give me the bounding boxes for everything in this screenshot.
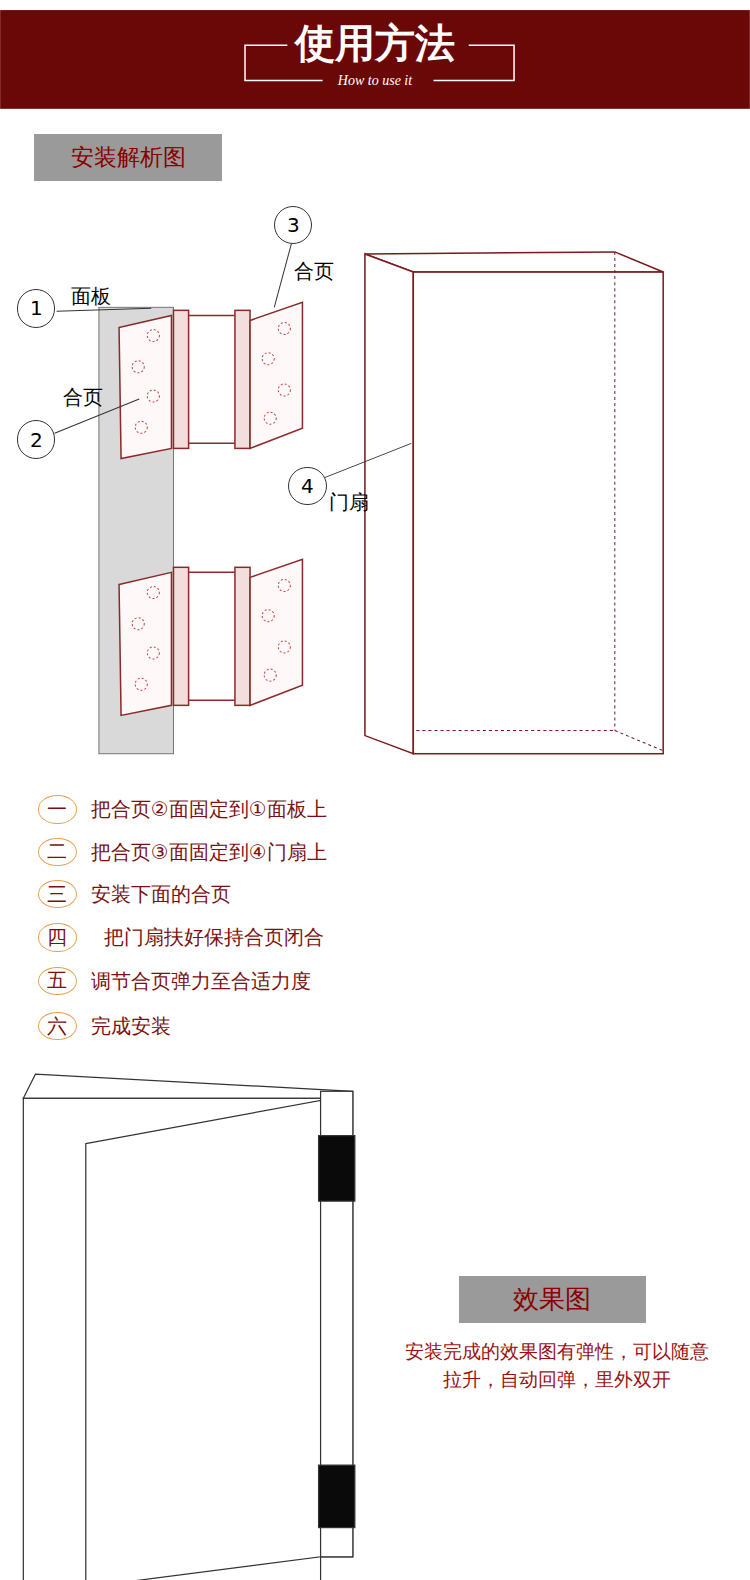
step-number: 二 [38, 838, 76, 866]
step-text: 调节合页弹力至合适力度 [91, 968, 311, 995]
node-text: 一 [47, 796, 67, 823]
callout-circle: 4 [288, 467, 326, 505]
node-text: 3 [287, 213, 300, 237]
callout-circle: 3 [274, 206, 312, 244]
installed-door [23, 1074, 355, 1580]
part-name: 门扇 [329, 489, 369, 516]
node-text: 效果图 [513, 1282, 591, 1317]
effect-label: 效果图 [459, 1276, 647, 1322]
step-number: 五 [38, 967, 76, 995]
step-number: 四 [38, 923, 76, 951]
step-text: 安装下面的合页 [91, 881, 231, 908]
callout-circle: 1 [17, 289, 55, 327]
node-text: 二 [47, 838, 67, 865]
section-label: 安装解析图 [34, 134, 222, 181]
caption-text: 安装完成的效果图有弹性，可以随意拉升，自动回弹，里外双开 [401, 1337, 714, 1394]
step-number: 六 [38, 1012, 76, 1040]
node-text: How to use it [338, 72, 412, 90]
step-text: 完成安装 [91, 1013, 171, 1040]
header-band [0, 10, 750, 109]
node-text: 三 [47, 881, 67, 908]
step-number: 一 [38, 795, 76, 823]
step-text: 把合页③面固定到④门扇上 [91, 839, 327, 866]
part-name: 合页 [63, 384, 103, 411]
node-text: 1 [30, 296, 43, 320]
callout-circle: 2 [17, 420, 55, 458]
leader-lines [55, 244, 412, 478]
node-text: 五 [47, 967, 67, 994]
step-text: 把门扇扶好保持合页闭合 [104, 924, 324, 951]
node-text: 4 [301, 474, 314, 498]
part-name: 合页 [294, 258, 334, 285]
node-text: 六 [47, 1013, 67, 1040]
node-text: 安装解析图 [71, 142, 186, 173]
upper-hinge [119, 302, 302, 458]
lower-hinge [119, 559, 302, 715]
header-band: 使用方法 How to use it [0, 10, 750, 109]
node-text: 四 [47, 924, 67, 951]
node-text: 使用方法 [295, 20, 455, 66]
step-number: 三 [38, 880, 76, 908]
part-name: 面板 [71, 283, 111, 310]
door-leaf [365, 252, 663, 754]
step-text: 把合页②面固定到①面板上 [91, 796, 327, 823]
node-text: 2 [30, 428, 43, 452]
